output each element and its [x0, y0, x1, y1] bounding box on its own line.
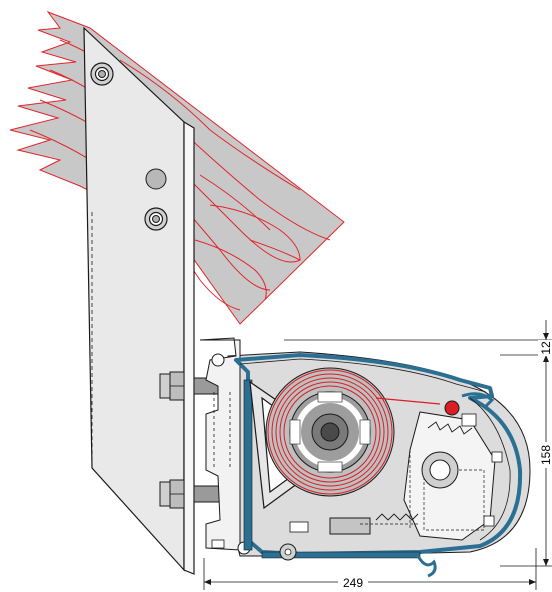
- lower-slot: [329, 517, 371, 535]
- profile-inner: [239, 358, 487, 393]
- wood-grain-line: [194, 239, 267, 301]
- wall-bracket: [83, 26, 195, 575]
- round-hole-icon: [145, 168, 167, 190]
- roller-wheel-icon: [279, 543, 297, 561]
- arrow-icon: [543, 559, 549, 566]
- nut-icon: [159, 371, 185, 401]
- axle-hole: [320, 422, 340, 442]
- hex-bolt-icon: [90, 62, 114, 86]
- spring-coil: [275, 377, 385, 487]
- arrow-icon: [543, 355, 549, 362]
- dimension-arrows: [204, 333, 549, 585]
- dimension-height-label: 158: [539, 445, 552, 465]
- spring-coil: [279, 381, 381, 483]
- arrow-icon: [543, 333, 549, 340]
- spring-coil: [267, 369, 393, 495]
- nut-icon: [159, 479, 185, 509]
- end-cap-spoke: [359, 419, 371, 445]
- fabric-roller: [265, 367, 441, 497]
- arrow-icon: [204, 579, 211, 585]
- wood-grain-line: [199, 174, 271, 231]
- bracket-edge: [183, 120, 195, 575]
- end-cap-spoke: [317, 461, 343, 473]
- lower-details: [211, 539, 297, 561]
- mounting-block: [199, 337, 241, 551]
- bolt-heads: [90, 62, 168, 231]
- spring-coil-icon: [375, 421, 473, 521]
- spring-coil: [283, 385, 377, 479]
- arrow-icon: [529, 579, 536, 585]
- dimension-width-label: 249: [343, 576, 363, 590]
- profile-outer: [234, 353, 523, 556]
- spring-coil: [271, 373, 389, 491]
- mounting-hole-icon: [211, 353, 225, 367]
- bottom-hook: [416, 555, 437, 578]
- end-cap-spoke: [317, 391, 343, 403]
- dimension-offset-label: 12: [539, 341, 552, 355]
- pivot-joint-icon: [421, 451, 459, 489]
- wood-grain-line: [209, 204, 301, 261]
- front-pivot-icon: [444, 400, 460, 416]
- aluminium-profile: [234, 353, 523, 578]
- arm-mechanism: [289, 392, 503, 541]
- front-hook: [461, 392, 495, 408]
- hex-bolt-icon: [144, 207, 168, 231]
- drain-slot: [211, 539, 225, 549]
- inner-wall: [243, 379, 253, 551]
- bolt-shaft: [193, 485, 223, 503]
- wood-grain-line: [119, 59, 301, 191]
- clamp-screw-icon: [289, 413, 503, 533]
- end-cap-spoke: [289, 419, 301, 445]
- fabric-exit-line: [375, 397, 441, 405]
- front-profile-lip: [469, 397, 511, 541]
